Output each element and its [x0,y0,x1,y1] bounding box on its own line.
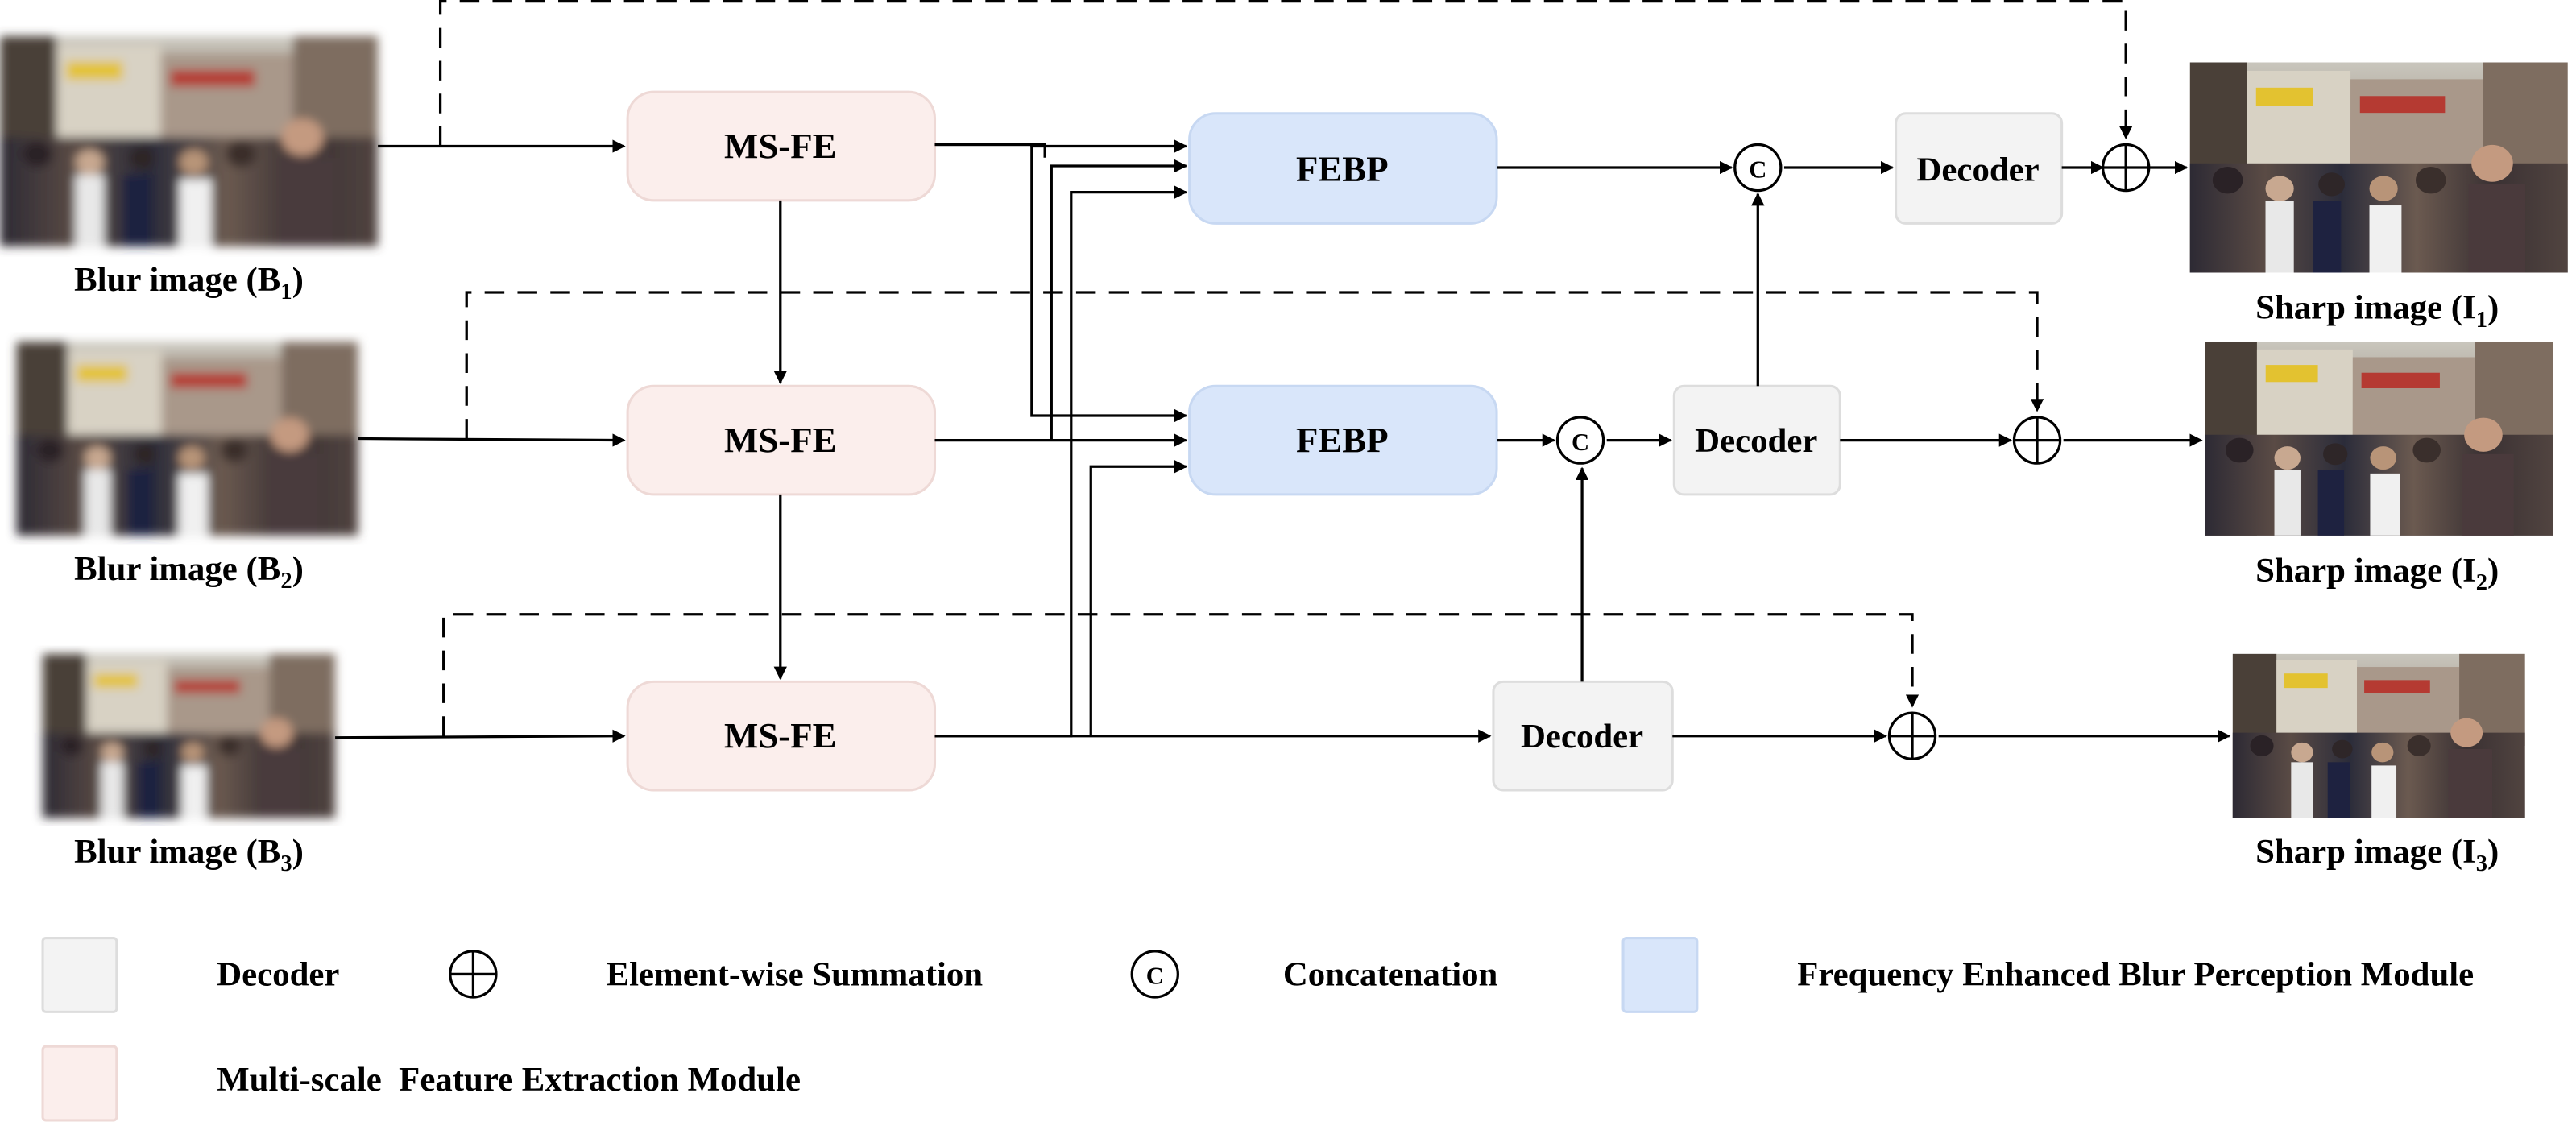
blur-image-3 [43,653,336,818]
legend-febp-swatch [1621,937,1699,1013]
solid-connections [335,139,2231,743]
legend-summation-label: Element-wise Summation [607,956,984,994]
msfe-label-3: MS-FE [724,715,837,756]
summation-node-2 [2012,416,2062,465]
legend-concat-icon: C [1130,950,1179,999]
sharp-image-3 [2232,653,2525,818]
legend-febp-label: Frequency Enhanced Blur Perception Modul… [1797,956,2474,994]
decoder-label-1: Decoder [1917,151,2040,188]
blur-image-2 [16,342,358,536]
input-caption-3: Blur image (B3) [74,833,304,876]
legend: Decoder Element-wise Summation C Concate… [41,937,2474,1122]
febp-label-1: FEBP [1296,148,1389,188]
msfe-box-1: MS-FE [626,90,937,202]
output-caption-3: Sharp image (I3) [2255,833,2499,876]
legend-summation-icon [449,950,498,999]
sharp-image-1 [2189,62,2568,273]
output-caption-1: Sharp image (I1) [2255,289,2499,333]
decoder-box-1: Decoder [1895,112,2064,225]
msfe-label-1: MS-FE [724,126,837,166]
input-caption-2: Blur image (B2) [74,550,304,594]
svg-text:C: C [1146,963,1164,990]
concat-node-2: C [1555,416,1605,465]
decoder-label-3: Decoder [1521,718,1643,756]
output-caption-2: Sharp image (I2) [2255,552,2499,595]
legend-decoder-label: Decoder [217,956,339,994]
legend-msfe-label: Multi-scale Feature Extraction Module [217,1061,801,1099]
decoder-box-3: Decoder [1492,680,1674,792]
febp-label-2: FEBP [1296,420,1389,460]
msfe-box-2: MS-FE [626,384,937,496]
legend-msfe-swatch [41,1045,118,1122]
febp-box-1: FEBP [1188,112,1498,225]
msfe-box-3: MS-FE [626,680,937,792]
sharp-image-2 [2205,342,2553,536]
concat-node-1: C [1733,143,1783,193]
concat-symbol-1: C [1749,155,1766,183]
input-caption-1: Blur image (B1) [74,261,304,304]
blur-image-1 [0,35,379,246]
msfe-label-2: MS-FE [724,420,837,460]
febp-box-2: FEBP [1188,384,1498,496]
dashed-skip-connections [438,0,2133,736]
decoder-label-2: Decoder [1695,422,1817,460]
summation-node-1 [2101,143,2151,193]
legend-decoder-swatch [41,937,118,1013]
legend-concat-label: Concatenation [1283,956,1498,994]
summation-node-3 [1887,711,1937,760]
concat-symbol-2: C [1572,429,1589,456]
decoder-box-2: Decoder [1672,384,1841,496]
